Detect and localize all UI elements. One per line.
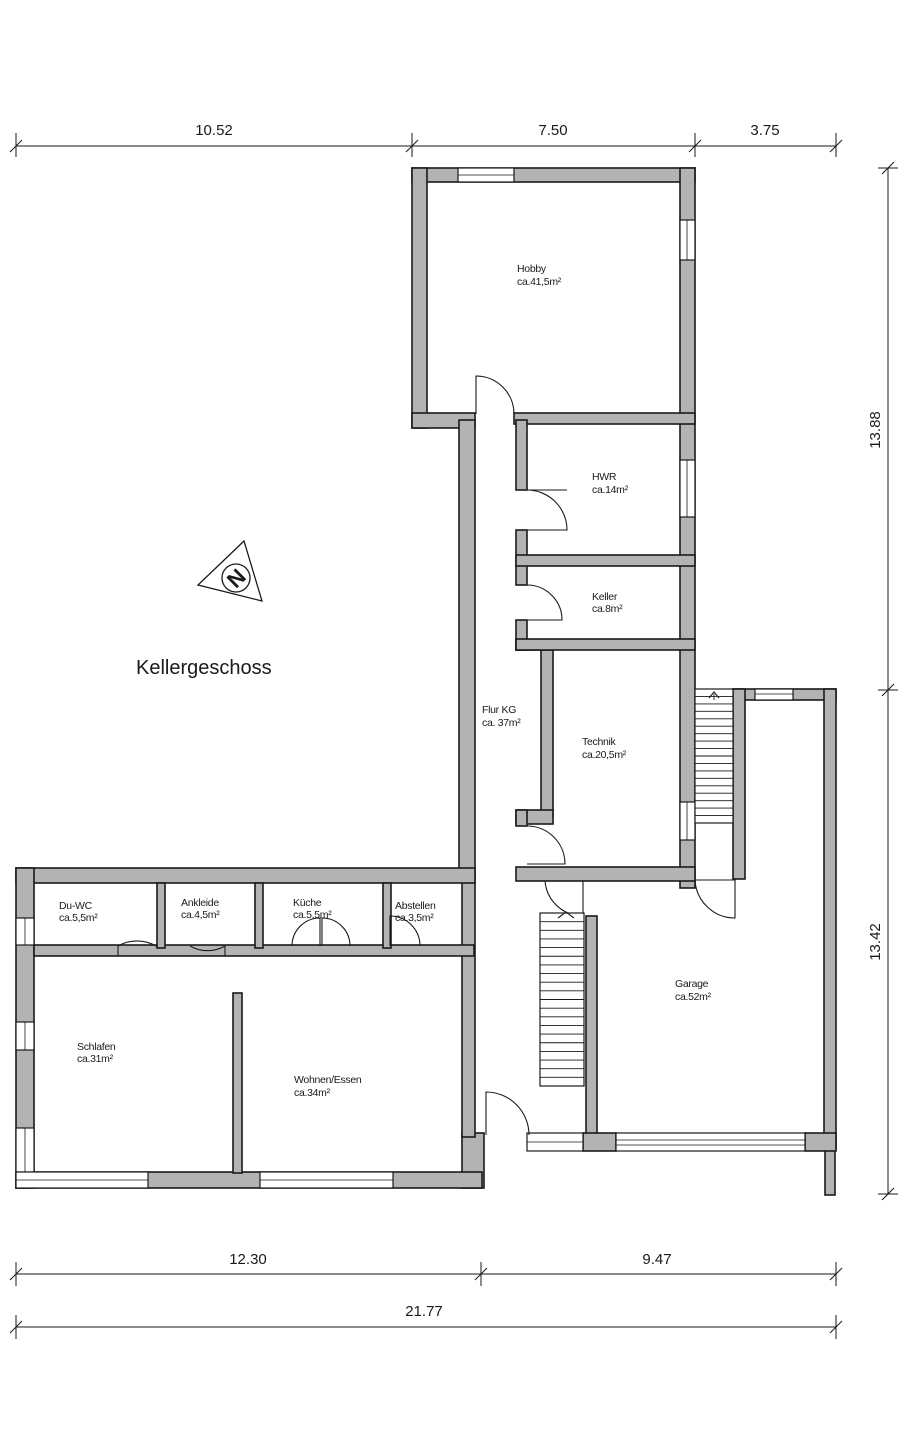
room-abstellen-name: Abstellen bbox=[395, 900, 436, 912]
room-duwc-name: Du-WC bbox=[59, 900, 93, 912]
plan-title: Kellergeschoss bbox=[136, 657, 272, 679]
window-technik-east bbox=[679, 801, 696, 841]
wall-hobby-left bbox=[411, 167, 428, 429]
wall-schlafen-wohnen bbox=[232, 992, 243, 1174]
wall-garage-pier-right bbox=[804, 1132, 837, 1152]
room-schlafen-area: ca.31m² bbox=[77, 1053, 114, 1065]
room-technik-name: Technik bbox=[582, 736, 617, 748]
dim-top-left: 10.52 bbox=[195, 122, 233, 139]
wall-wing-top bbox=[15, 867, 476, 884]
room-hwr-name: HWR bbox=[592, 471, 617, 483]
garage-door bbox=[615, 1132, 806, 1152]
dim-bottom-left: 12.30 bbox=[229, 1251, 267, 1268]
dim-right-upper: 13.88 bbox=[867, 411, 884, 449]
room-duwc-area: ca.5,5m² bbox=[59, 912, 98, 924]
room-keller-area: ca.8m² bbox=[592, 603, 623, 615]
wall-east-upper bbox=[679, 167, 696, 889]
dim-top-right: 3.75 bbox=[750, 122, 779, 139]
wall-technik-west bbox=[540, 646, 554, 818]
door-hobby bbox=[475, 375, 515, 415]
room-abstellen-area: ca.3,5m² bbox=[395, 912, 434, 924]
room-garage-name: Garage bbox=[675, 978, 709, 990]
wall-keller-technik bbox=[515, 638, 696, 651]
room-hobby-area: ca.41,5m² bbox=[517, 276, 562, 288]
window-hwr-east bbox=[679, 459, 696, 518]
window-hobby-east bbox=[679, 219, 696, 261]
wall-garage-west bbox=[585, 915, 598, 1137]
door-stair bbox=[694, 879, 736, 919]
wall-hwr-keller bbox=[515, 554, 696, 567]
wall-hwr-west-a bbox=[515, 419, 528, 491]
room-flur-area: ca. 37m² bbox=[482, 717, 521, 729]
room-hobby-name: Hobby bbox=[517, 263, 547, 275]
door-duwc bbox=[117, 940, 157, 956]
room-schlafen-name: Schlafen bbox=[77, 1041, 116, 1053]
windows bbox=[15, 167, 806, 1189]
room-hwr-area: ca.14m² bbox=[592, 484, 629, 496]
wall-stair-east bbox=[732, 688, 746, 880]
room-wohnen-area: ca.34m² bbox=[294, 1087, 331, 1099]
north-arrow-icon: N bbox=[196, 539, 263, 602]
wall-garage-east-stub bbox=[824, 1149, 836, 1196]
dim-right-lower: 13.42 bbox=[867, 923, 884, 961]
doors bbox=[117, 375, 736, 1136]
door-technik bbox=[526, 825, 566, 865]
wall-technik-bottom bbox=[515, 866, 696, 882]
door-hwr bbox=[526, 489, 568, 531]
room-labels: Hobby ca.41,5m² HWR ca.14m² Keller ca.8m… bbox=[59, 263, 712, 1099]
stairs bbox=[539, 688, 734, 1087]
wall-technik-door-post bbox=[515, 809, 528, 827]
room-kueche-area: ca.5,5m² bbox=[293, 909, 332, 921]
wall-ankleide-kueche bbox=[254, 882, 264, 949]
wall-garage-pier-left bbox=[582, 1132, 617, 1152]
room-ankleide-area: ca.4,5m² bbox=[181, 909, 220, 921]
room-flur-name: Flur KG bbox=[482, 704, 516, 716]
room-garage-area: ca.52m² bbox=[675, 991, 712, 1003]
walls bbox=[15, 167, 837, 1196]
door-keller bbox=[526, 584, 563, 621]
room-technik-area: ca.20,5m² bbox=[582, 749, 627, 761]
wall-flur-west-lower bbox=[461, 881, 476, 1138]
dimensions: 10.52 7.50 3.75 13.88 13.42 12.30 9.47 2… bbox=[9, 122, 898, 1339]
wall-garage-east bbox=[823, 688, 837, 1150]
wall-duwc-ankleide bbox=[156, 882, 166, 949]
door-kueche bbox=[291, 917, 351, 947]
window-garage-north bbox=[754, 688, 794, 701]
wall-flur-west bbox=[458, 419, 476, 883]
wall-row-divider bbox=[33, 944, 475, 957]
door-ankleide bbox=[189, 945, 226, 956]
room-kueche-name: Küche bbox=[293, 897, 322, 909]
room-keller-name: Keller bbox=[592, 591, 618, 603]
wall-hobby-top bbox=[411, 167, 696, 183]
dim-top-middle: 7.50 bbox=[538, 122, 567, 139]
room-wohnen-name: Wohnen/Essen bbox=[294, 1074, 362, 1086]
dim-bottom-total: 21.77 bbox=[405, 1303, 443, 1320]
door-garage-flur bbox=[544, 880, 584, 917]
dim-bottom-right: 9.47 bbox=[642, 1251, 671, 1268]
door-entry bbox=[485, 1091, 530, 1136]
room-ankleide-name: Ankleide bbox=[181, 897, 219, 909]
door-abstellen bbox=[389, 915, 421, 947]
wall-hobby-bottom-right bbox=[513, 412, 696, 425]
